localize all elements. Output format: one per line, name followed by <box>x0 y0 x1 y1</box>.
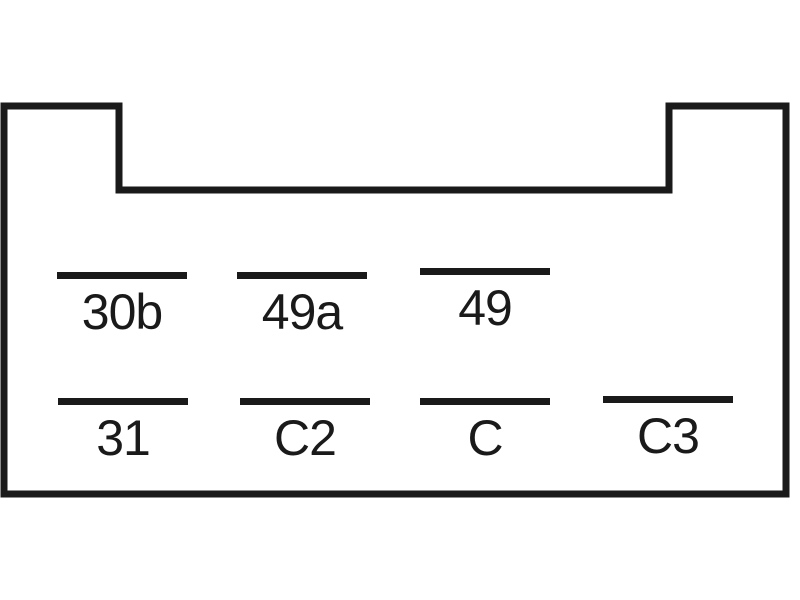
pin-49-contact <box>420 268 550 275</box>
pin-c3-label: C3 <box>637 408 700 464</box>
pin-c3: C3 <box>603 396 733 476</box>
pin-c2: C2 <box>240 398 370 478</box>
pin-c-contact <box>420 398 550 405</box>
pin-49a: 49a <box>237 272 367 352</box>
pin-31-contact <box>58 398 188 405</box>
pin-c-label: C <box>467 410 503 466</box>
pin-49: 49 <box>420 268 550 348</box>
pin-30b: 30b <box>57 272 187 352</box>
pin-30b-label: 30b <box>81 284 163 340</box>
housing-path <box>0 102 790 498</box>
pin-c2-label: C2 <box>274 410 337 466</box>
pin-c3-contact <box>603 396 733 403</box>
pin-31-label: 31 <box>96 410 151 466</box>
pin-49a-label: 49a <box>261 284 343 340</box>
pin-c: C <box>420 398 550 478</box>
pin-49a-contact <box>237 272 367 279</box>
pin-30b-contact <box>57 272 187 279</box>
pin-31: 31 <box>58 398 188 478</box>
pin-49-label: 49 <box>458 280 513 336</box>
pin-c2-contact <box>240 398 370 405</box>
